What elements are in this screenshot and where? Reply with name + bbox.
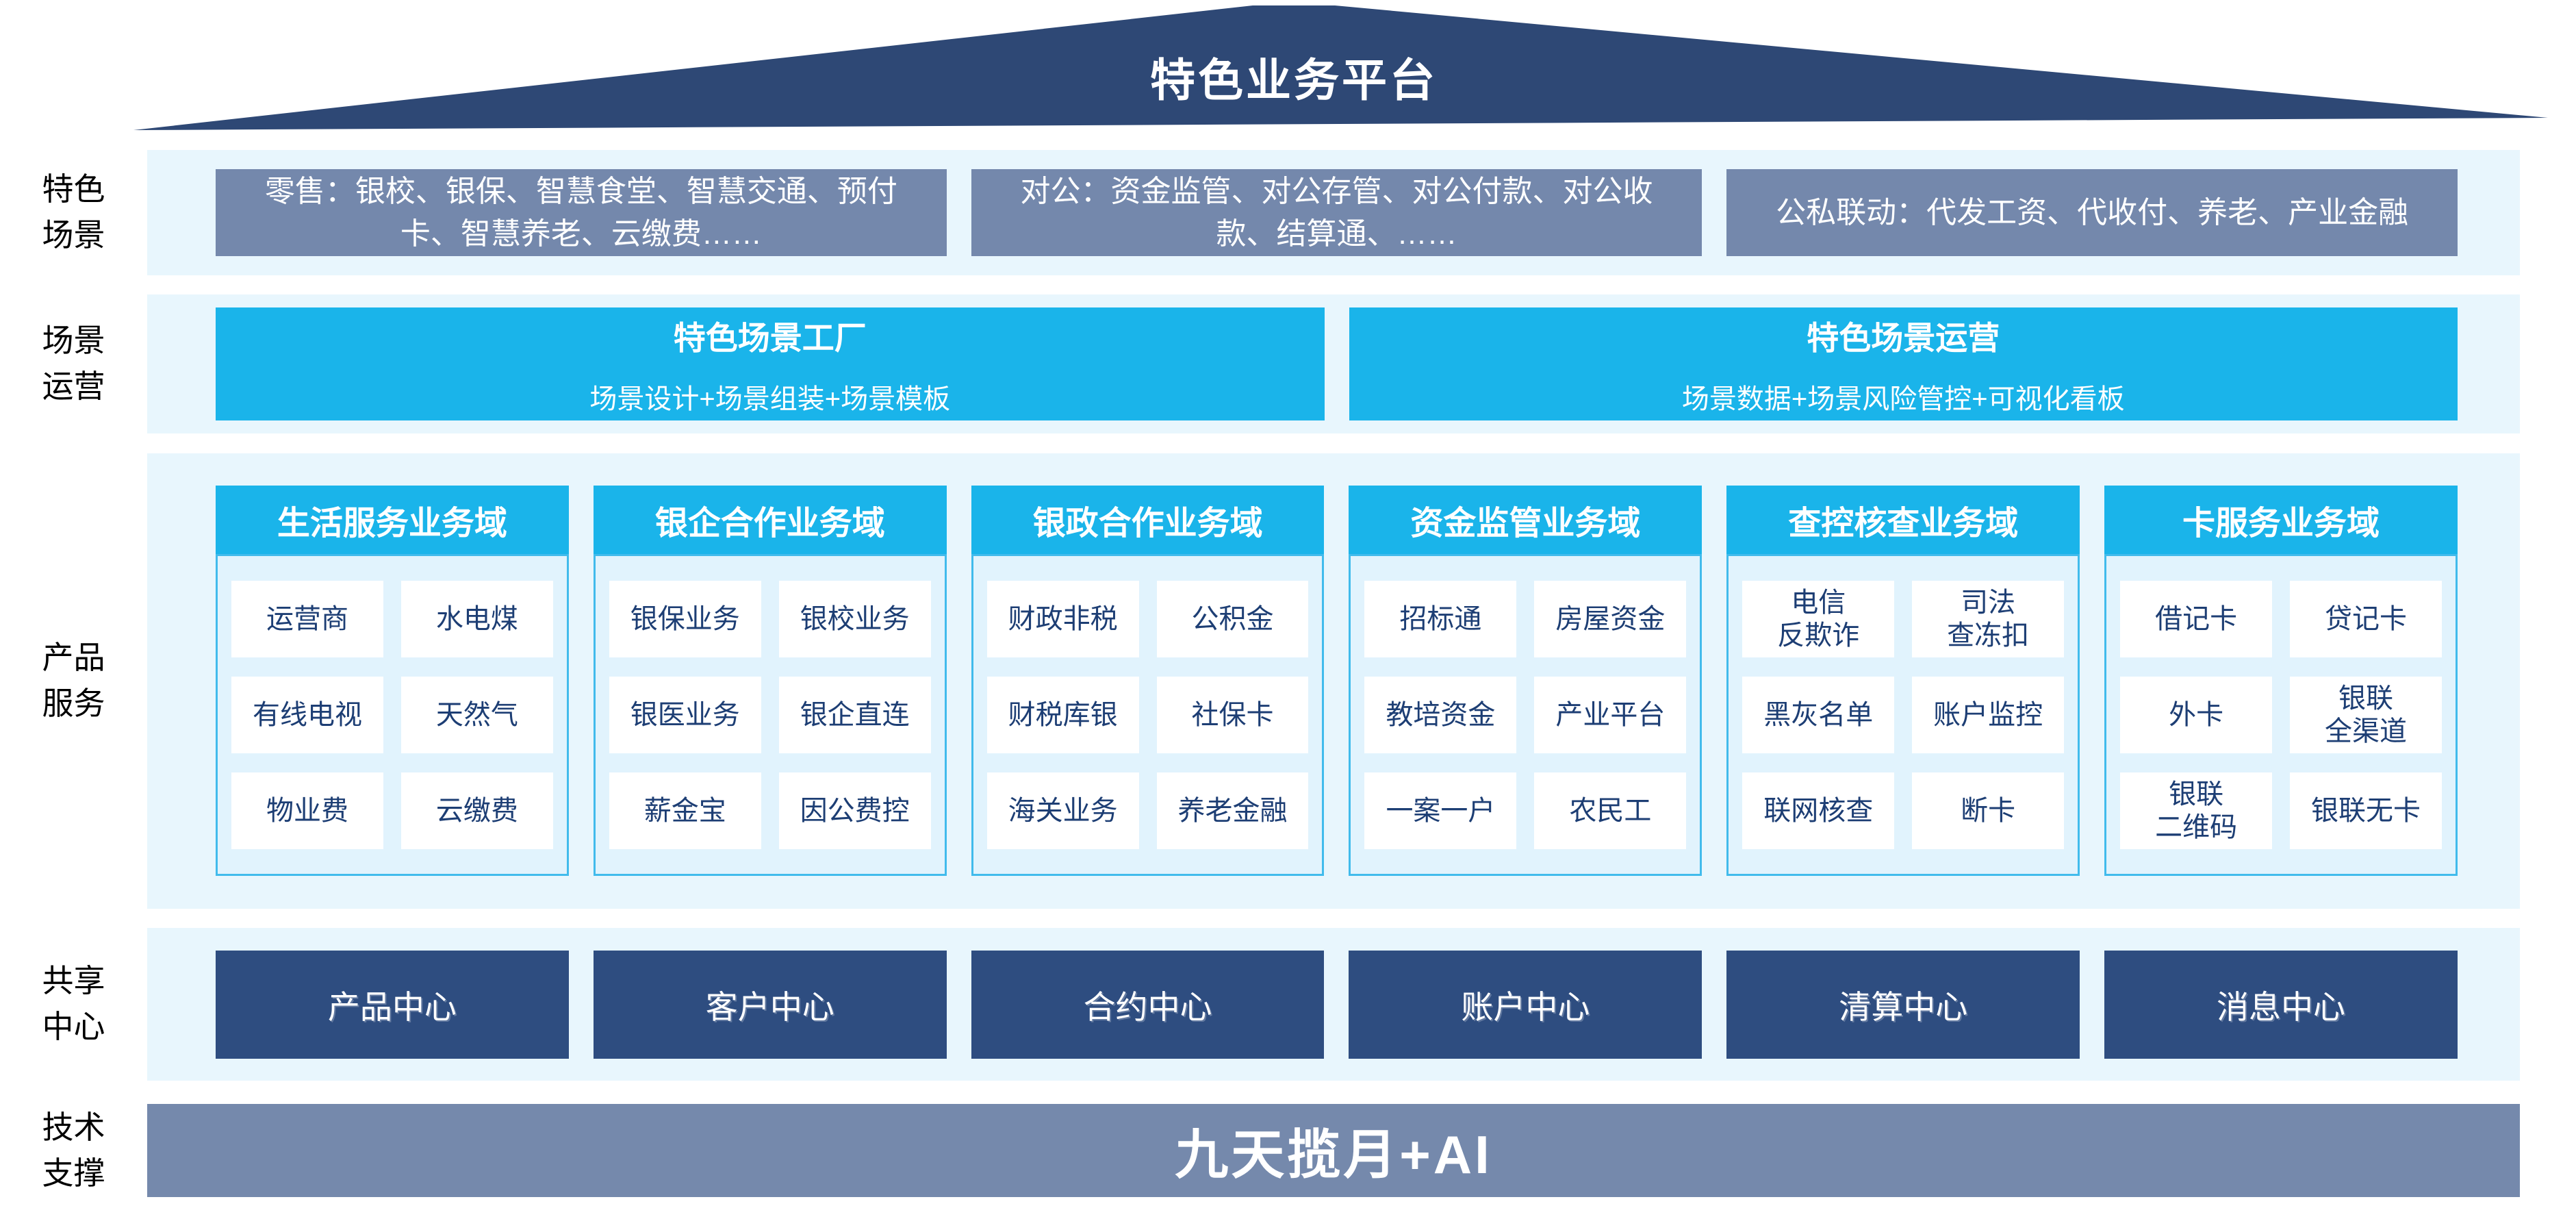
scene-factory-subtitle: 场景设计+场景组装+场景模板 [589, 384, 951, 414]
domain-bank-enterprise: 银企合作业务域 银保业务 银校业务 银医业务 银企直连 薪金宝 因公费控 [593, 486, 947, 876]
product-cell: 因公费控 [778, 772, 931, 849]
roof-banner-shape [133, 5, 2548, 130]
domain-title: 银企合作业务域 [593, 486, 947, 554]
product-cell: 产业平台 [1534, 677, 1687, 753]
product-cell: 银医业务 [609, 677, 761, 753]
product-cell: 电信 反欺诈 [1742, 581, 1895, 657]
layer-label-tech: 技术 支撑 [42, 1109, 105, 1191]
layer-label-scenes: 特色 场景 [42, 171, 105, 253]
product-cell: 有线电视 [231, 677, 383, 753]
product-cell: 银保业务 [609, 581, 761, 657]
product-cell: 社保卡 [1156, 677, 1309, 753]
domain-card-services: 卡服务业务域 借记卡 贷记卡 外卡 银联 全渠道 银联 二维码 银联无卡 [2104, 486, 2458, 876]
domain-panel: 财政非税 公积金 财税库银 社保卡 海关业务 养老金融 [971, 554, 1325, 876]
product-cell: 外卡 [2120, 677, 2273, 753]
product-cell: 账户监控 [1912, 677, 2065, 753]
center-account: 账户中心 [1349, 950, 1703, 1059]
center-contract: 合约中心 [971, 950, 1325, 1059]
product-cell: 黑灰名单 [1742, 677, 1895, 753]
product-cell: 水电煤 [400, 581, 553, 657]
domain-title: 银政合作业务域 [971, 486, 1325, 554]
domain-bank-government: 银政合作业务域 财政非税 公积金 财税库银 社保卡 海关业务 养老金融 [971, 486, 1325, 876]
scene-box-retail: 零售：银校、银保、智慧食堂、智慧交通、预付卡、智慧养老、云缴费…… [216, 169, 947, 256]
scenes-band: 零售：银校、银保、智慧食堂、智慧交通、预付卡、智慧养老、云缴费…… 对公：资金监… [147, 150, 2520, 275]
domain-panel: 运营商 水电煤 有线电视 天然气 物业费 云缴费 [216, 554, 569, 876]
scene-factory-title: 特色场景工厂 [673, 320, 867, 356]
product-cell: 银联无卡 [2290, 772, 2442, 849]
domain-panel: 招标通 房屋资金 教培资金 产业平台 一案一户 农民工 [1349, 554, 1703, 876]
product-cell: 财政非税 [986, 581, 1139, 657]
product-cell: 银校业务 [778, 581, 931, 657]
layer-label-centers: 共享 中心 [42, 963, 105, 1044]
scene-box-corporate: 对公：资金监管、对公存管、对公付款、对公收款、结算通、…… [971, 169, 1703, 256]
domain-title: 卡服务业务域 [2104, 486, 2458, 554]
products-band: 生活服务业务域 运营商 水电煤 有线电视 天然气 物业费 云缴费 银企合作业务域… [147, 453, 2520, 909]
product-cell: 物业费 [231, 772, 383, 849]
domain-title: 生活服务业务域 [216, 486, 569, 554]
product-cell: 农民工 [1534, 772, 1687, 849]
centers-band: 产品中心 客户中心 合约中心 账户中心 清算中心 消息中心 [147, 928, 2520, 1081]
product-cell: 银联 全渠道 [2290, 677, 2442, 753]
scene-operation-box: 特色场景运营 场景数据+场景风险管控+可视化看板 [1349, 307, 2458, 420]
product-cell: 教培资金 [1364, 677, 1517, 753]
scene-factory-box: 特色场景工厂 场景设计+场景组装+场景模板 [216, 307, 1325, 420]
product-cell: 运营商 [231, 581, 383, 657]
product-cell: 借记卡 [2120, 581, 2273, 657]
scene-box-linkage: 公私联动：代发工资、代收付、养老、产业金融 [1726, 169, 2458, 256]
product-cell: 一案一户 [1364, 772, 1517, 849]
scene-operation-title: 特色场景运营 [1807, 320, 2000, 356]
domain-panel: 借记卡 贷记卡 外卡 银联 全渠道 银联 二维码 银联无卡 [2104, 554, 2458, 876]
product-cell: 海关业务 [986, 772, 1139, 849]
tech-support-banner: 九天揽月+AI [147, 1104, 2520, 1197]
product-cell: 贷记卡 [2290, 581, 2442, 657]
product-cell: 银企直连 [778, 677, 931, 753]
product-cell: 财税库银 [986, 677, 1139, 753]
domain-panel: 电信 反欺诈 司法 查冻扣 黑灰名单 账户监控 联网核查 断卡 [1726, 554, 2080, 876]
domain-fund-supervision: 资金监管业务域 招标通 房屋资金 教培资金 产业平台 一案一户 农民工 [1349, 486, 1703, 876]
product-cell: 房屋资金 [1534, 581, 1687, 657]
product-cell: 养老金融 [1156, 772, 1309, 849]
center-message: 消息中心 [2104, 950, 2458, 1059]
product-cell: 招标通 [1364, 581, 1517, 657]
center-clearing: 清算中心 [1726, 950, 2080, 1059]
layer-label-operations: 场景 运营 [42, 323, 105, 404]
product-cell: 薪金宝 [609, 772, 761, 849]
domain-title: 资金监管业务域 [1349, 486, 1703, 554]
domain-panel: 银保业务 银校业务 银医业务 银企直连 薪金宝 因公费控 [593, 554, 947, 876]
product-cell: 天然气 [400, 677, 553, 753]
layer-label-products: 产品 服务 [42, 640, 105, 721]
product-cell: 云缴费 [400, 772, 553, 849]
domain-life-services: 生活服务业务域 运营商 水电煤 有线电视 天然气 物业费 云缴费 [216, 486, 569, 876]
product-cell: 联网核查 [1742, 772, 1895, 849]
center-product: 产品中心 [216, 950, 569, 1059]
product-cell: 断卡 [1912, 772, 2065, 849]
domain-inquiry-control: 查控核查业务域 电信 反欺诈 司法 查冻扣 黑灰名单 账户监控 联网核查 断卡 [1726, 486, 2080, 876]
operations-band: 特色场景工厂 场景设计+场景组装+场景模板 特色场景运营 场景数据+场景风险管控… [147, 294, 2520, 433]
scene-operation-subtitle: 场景数据+场景风险管控+可视化看板 [1681, 384, 2125, 414]
product-cell: 司法 查冻扣 [1912, 581, 2065, 657]
product-cell: 公积金 [1156, 581, 1309, 657]
center-customer: 客户中心 [593, 950, 947, 1059]
domain-title: 查控核查业务域 [1726, 486, 2080, 554]
platform-title: 特色业务平台 [1150, 55, 1438, 105]
product-cell: 银联 二维码 [2120, 772, 2273, 849]
